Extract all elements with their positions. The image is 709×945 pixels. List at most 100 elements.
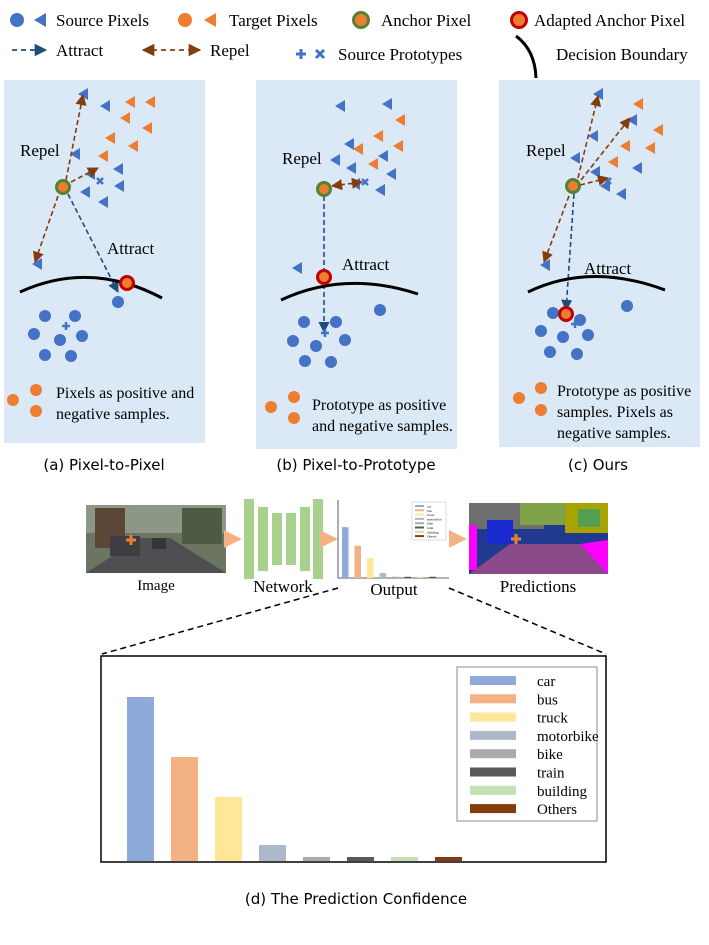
source-pixel: [54, 334, 66, 346]
source-pixel: [80, 186, 90, 198]
legend-decision-boundary: Decision Boundary: [556, 45, 688, 64]
anchor-pixel: [55, 179, 71, 195]
source-cluster: [535, 300, 633, 360]
chart-legend: [456, 666, 598, 822]
legend-label-motorbike: motorbike: [537, 729, 599, 745]
source-pixel: [344, 138, 354, 150]
label-image: Image: [137, 578, 175, 594]
source-pixel: [70, 148, 80, 160]
output-mini-chart: carbustruckmotorbikebiketrainbuildingOth…: [337, 500, 449, 579]
panel-b-background: [256, 80, 457, 449]
source-pixel: [547, 307, 559, 319]
source-pixels: [540, 88, 642, 271]
decision-boundary: [280, 281, 419, 302]
source-cluster: [28, 296, 124, 362]
target-pixels: [353, 114, 405, 170]
label-predictions: Predictions: [500, 577, 577, 596]
source-pixel: [378, 150, 388, 162]
target-pixel: [145, 96, 155, 108]
caption-ours: (c) Ours: [568, 456, 628, 474]
pipeline: Image Network carbustruckmotorbikebiketr…: [86, 499, 608, 599]
target-pixel: [142, 122, 152, 134]
mini-bar-Others: [429, 576, 436, 578]
source-pixel: [330, 154, 340, 166]
target-pixel: [393, 140, 403, 152]
source-pixel: [374, 304, 386, 316]
repel-arrows: [542, 94, 631, 264]
source-pixel: [114, 180, 124, 192]
source-pixel: [382, 98, 392, 110]
source-pixel: [339, 334, 351, 346]
mini-bar-motorbike: [379, 573, 386, 578]
zoom-line-right: [448, 587, 607, 655]
attract-arrow: [561, 193, 575, 312]
target-pixel: [353, 143, 363, 155]
decision-boundary-icon: [515, 34, 538, 79]
bar-bike: [303, 857, 330, 861]
mini-bar-car: [342, 527, 349, 578]
bar-truck: [215, 797, 242, 861]
mini-legend-label-car: car: [427, 505, 432, 509]
source-pixel: [544, 346, 556, 358]
mini-bar-bike: [392, 576, 399, 578]
mini-legend-swatch-train: [415, 526, 424, 529]
target-pixel: [608, 156, 618, 168]
mini-legend-swatch-truck: [415, 513, 424, 516]
legend-source-pixels: Source Pixels: [56, 11, 149, 30]
legend-swatch-motorbike: [470, 730, 516, 740]
legend-target-pixels: Target Pixels: [229, 11, 318, 30]
source-pixel: [76, 330, 88, 342]
target-pixel: [368, 158, 378, 170]
mini-legend-label-bus: bus: [427, 509, 433, 513]
source-pixel: [632, 162, 642, 174]
source-pixel-circle-icon: [10, 13, 24, 27]
source-pixel: [112, 296, 124, 308]
source-pixels: [292, 98, 396, 274]
attract-arrow: [67, 193, 119, 293]
mini-legend-label-train: train: [427, 526, 434, 530]
legend-label-bike: bike: [537, 747, 563, 763]
source-pixel: [375, 184, 385, 196]
label-network: Network: [253, 577, 313, 596]
source-pixel-triangle-icon: [34, 13, 46, 27]
panel-c-note-line2: samples. Pixels as: [557, 404, 673, 421]
legend-swatch-building: [470, 785, 516, 795]
source-pixel: [330, 316, 342, 328]
mini-legend-label-Others: Others: [427, 535, 437, 539]
target-sample-dots: [513, 382, 547, 416]
legend-swatch-Others: [470, 804, 516, 814]
decision-boundary: [19, 275, 163, 300]
source-pixel: [346, 162, 356, 174]
legend-adapted-anchor-pixel: Adapted Anchor Pixel: [534, 11, 685, 30]
target-sample-dots: [7, 384, 42, 417]
legend-source-prototypes: Source Prototypes: [338, 45, 462, 64]
source-pixel: [287, 335, 299, 347]
source-pixel: [627, 114, 637, 126]
source-pixel: [310, 340, 322, 352]
mini-legend-swatch-car: [415, 505, 424, 507]
source-prototype-cross: [96, 177, 104, 185]
legend: Source Pixels Target Pixels Anchor Pixel…: [10, 11, 688, 79]
mini-legend-label-truck: truck: [427, 513, 434, 517]
mini-legend-label-motorbike: motorbike: [427, 517, 442, 521]
source-pixel: [298, 316, 310, 328]
target-sample-dots: [265, 391, 300, 424]
bar-train: [347, 857, 374, 861]
mini-legend-swatch-Others: [415, 535, 424, 538]
target-pixel: [120, 112, 130, 124]
panel-c-note-line3: negative samples.: [557, 425, 671, 442]
mini-legend-swatch-motorbike: [415, 517, 424, 520]
source-pixel: [69, 310, 81, 322]
panel-c-attract-label: Attract: [584, 259, 631, 278]
source-pixel: [588, 130, 598, 142]
panel-b-note-line1: Prototype as positive: [312, 397, 446, 414]
source-pixel: [299, 355, 311, 367]
repel-arrows: [33, 93, 99, 264]
decision-boundary: [527, 275, 666, 294]
adapted-anchor-pixel: [119, 275, 135, 291]
source-pixel: [100, 100, 110, 112]
mini-bar-bus: [354, 545, 361, 578]
source-pixel: [621, 300, 633, 312]
target-pixel: [633, 98, 643, 110]
mini-legend-label-building: building: [427, 530, 439, 534]
